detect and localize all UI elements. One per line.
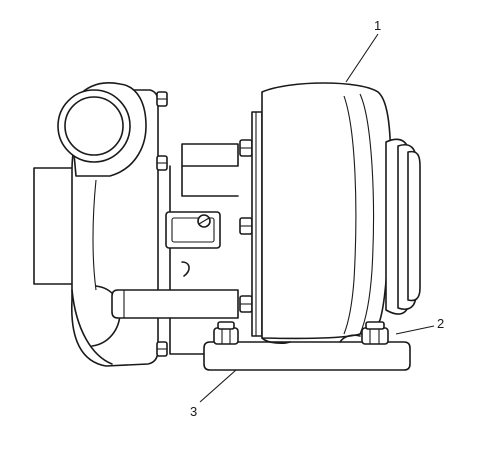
turbine-side-block [33, 167, 75, 285]
leader-1 [345, 33, 379, 83]
turbine-outlet [57, 82, 147, 177]
compressor-housing [261, 82, 392, 340]
callout-1-label: 1 [374, 18, 381, 33]
center-housing-bolts [239, 139, 253, 313]
center-housing [111, 143, 241, 355]
base-nuts [213, 321, 389, 345]
leader-2 [395, 325, 435, 335]
callout-2-label: 2 [437, 316, 444, 331]
compressor-inlet [385, 138, 421, 315]
callout-leaders [199, 33, 435, 403]
callout-3-label: 3 [190, 404, 197, 419]
oil-inlet-window [165, 211, 221, 249]
compressor-mount-plate [251, 111, 263, 337]
mounting-base [203, 334, 411, 371]
leader-3 [199, 369, 237, 403]
